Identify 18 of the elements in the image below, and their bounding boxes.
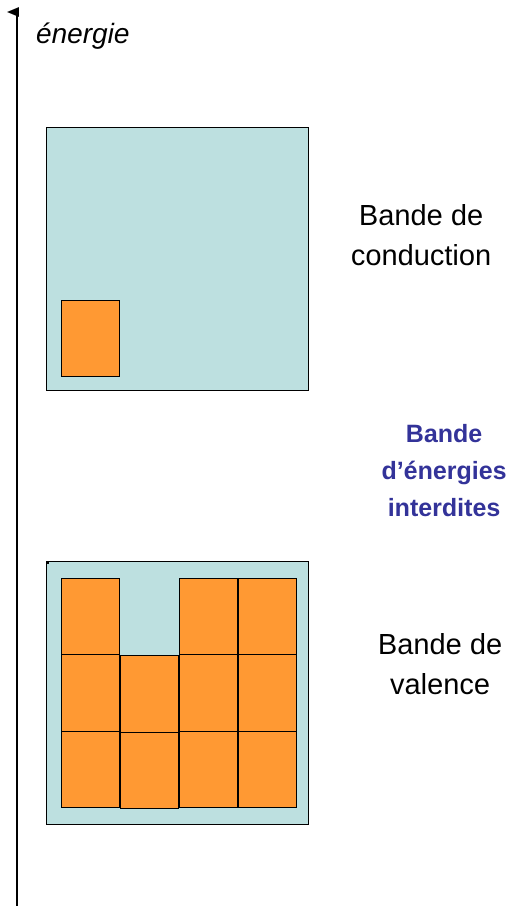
gap-label: Bande d’énergies interdites — [380, 419, 508, 524]
band-label: Bande de valence — [376, 628, 504, 703]
electron-square — [61, 654, 120, 732]
electron-square — [179, 578, 238, 655]
band-label: Bande de conduction — [350, 199, 492, 274]
electron-square — [61, 578, 120, 655]
axis-label: énergie — [36, 17, 130, 51]
electron-square — [238, 654, 297, 732]
electron-square — [120, 655, 179, 733]
electron-square — [61, 731, 120, 808]
electron-square — [120, 732, 179, 809]
electron-square — [238, 578, 297, 655]
energy-band-box — [46, 127, 309, 391]
electron-square — [179, 654, 238, 732]
electron-square — [238, 731, 297, 808]
energy-band-box — [46, 561, 309, 825]
electron-square — [61, 300, 120, 377]
electron-square — [179, 731, 238, 808]
